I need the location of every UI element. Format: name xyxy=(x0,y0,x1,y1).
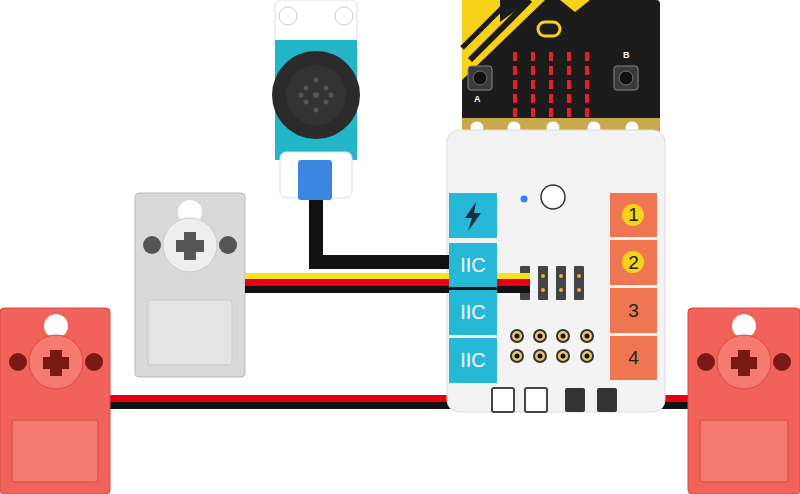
port-label: 4 xyxy=(628,347,639,369)
port-label: IIC xyxy=(460,349,486,372)
button-label: A xyxy=(474,94,481,104)
iic-port: IIC xyxy=(449,338,497,383)
port-block xyxy=(610,288,657,333)
motor-port: 2 xyxy=(610,240,657,285)
iic-port: IIC xyxy=(449,290,497,335)
motor-port: 1 xyxy=(610,193,657,237)
motor-port: 3 xyxy=(610,288,657,333)
port-block xyxy=(610,193,657,237)
port-label: 3 xyxy=(628,300,639,322)
port-label: 2 xyxy=(628,252,639,274)
port-label: 1 xyxy=(628,204,639,226)
port-block xyxy=(610,336,657,380)
motor-port: 4 xyxy=(610,336,657,380)
button-label: B xyxy=(623,50,630,60)
port-block xyxy=(610,240,657,285)
port-label: IIC xyxy=(460,301,486,324)
port-label: IIC xyxy=(460,254,486,277)
iic-port: IIC xyxy=(449,243,497,287)
